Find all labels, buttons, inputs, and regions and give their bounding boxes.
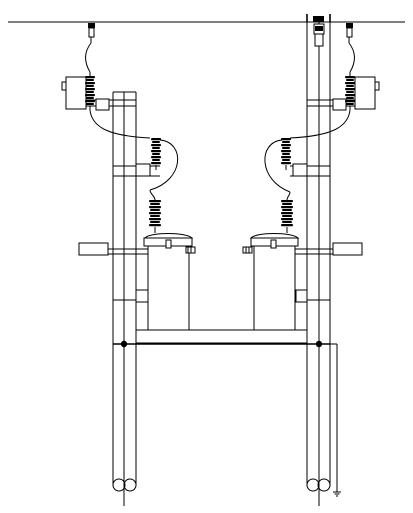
left-side-bracket [78,242,149,303]
left-upper-crossarm [61,76,136,111]
right-middle-surge-arrester [264,138,291,193]
left-pole [112,91,137,506]
right-transformer [242,191,300,331]
left-transformer [143,189,196,331]
left-middle-surge-arrester [149,138,178,191]
left-upper-surge-arrester [85,72,151,139]
transformer-platform [113,329,330,348]
right-pole [306,14,331,506]
center-cutout-switch [313,16,325,60]
right-upper-crossarm [307,76,380,111]
right-middle-crossarm [290,163,330,177]
ground-wire [322,343,341,497]
right-hv-bushing [281,191,293,233]
left-top-fuse [85,23,95,73]
left-hv-bushing [149,189,161,233]
right-upper-surge-arrester [289,72,355,139]
right-side-bracket [295,242,363,303]
left-middle-crossarm [113,163,160,177]
right-top-fuse [346,23,355,73]
